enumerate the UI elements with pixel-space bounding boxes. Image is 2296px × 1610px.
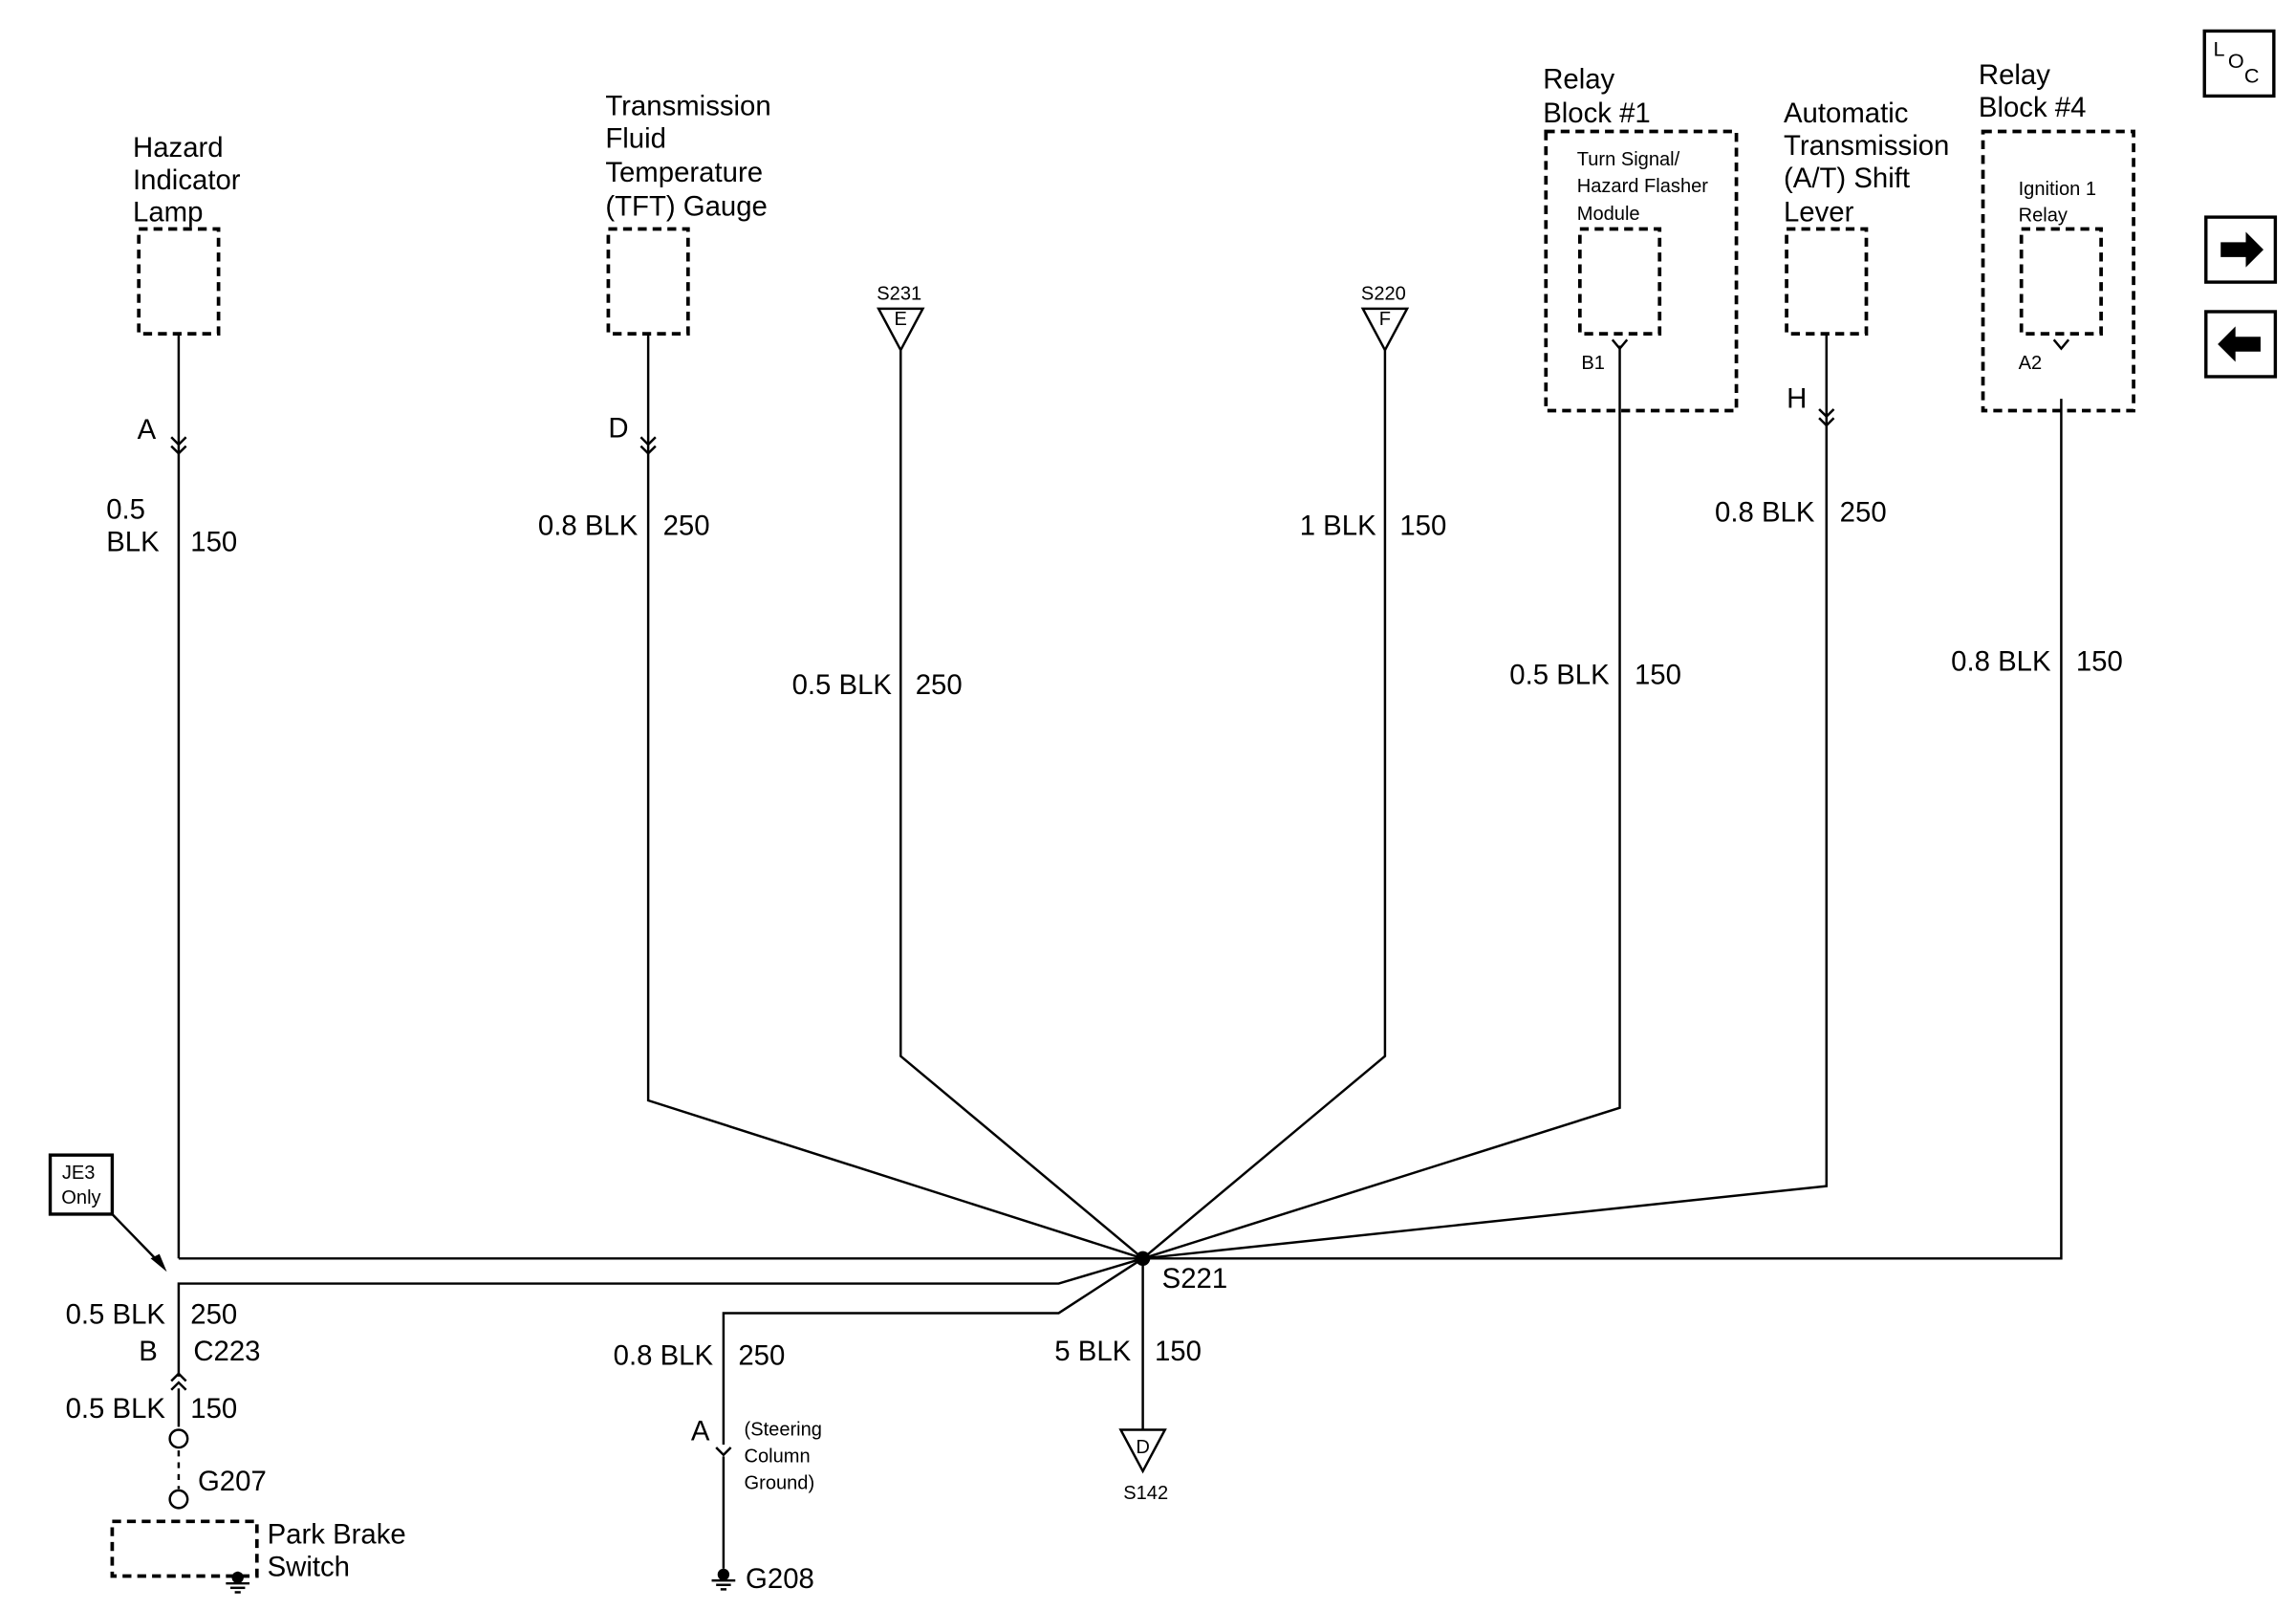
turn-signal-module-label: Turn Signal/ Hazard Flasher Module (1577, 149, 1714, 225)
park-brake-upper-wire (177, 1257, 1143, 1377)
at-shift-wire-color: 0.8 BLK (1715, 496, 1815, 528)
arrow-right-icon (2220, 231, 2264, 268)
s220-wire (1141, 350, 1387, 1260)
park-upper-wire-color: 0.5 BLK (66, 1298, 166, 1330)
prev-page-button[interactable] (2204, 310, 2278, 379)
s231-wire-color: 0.5 BLK (792, 669, 893, 701)
at-shift-pin-label: H (1787, 382, 1807, 414)
s220-label: S220 (1361, 284, 1406, 305)
ignition-connector-icon (2052, 338, 2070, 351)
at-shift-connector-icon (1818, 408, 1835, 427)
svg-text:JE3 Only: JE3 Only (61, 1163, 100, 1208)
svg-text:F: F (1379, 309, 1391, 330)
hazard-lamp-box (137, 227, 221, 337)
s221-label: S221 (1162, 1263, 1228, 1295)
ignition-wire-circuit: 150 (2076, 645, 2123, 677)
note-arrow-icon (150, 1253, 167, 1273)
turn-signal-connector-icon (1611, 338, 1629, 351)
c223-label: C223 (193, 1336, 260, 1367)
hazard-pin-label: A (138, 414, 157, 446)
g208-ground-icon (711, 1568, 736, 1591)
relay-block-4-label: Relay Block #4 (1979, 59, 2087, 123)
je3-only-note: JE3 Only (48, 1153, 167, 1273)
g207-label: G207 (198, 1466, 267, 1497)
g208-wire-circuit: 250 (738, 1340, 785, 1372)
svg-text:L O C: L O C (2213, 37, 2259, 88)
next-page-button[interactable] (2204, 215, 2278, 284)
tft-wire (646, 334, 1143, 1260)
hazard-wire-circuit: 150 (190, 526, 237, 557)
tft-wire-circuit: 250 (663, 510, 710, 541)
relay-block-1-label: Relay Block #1 (1543, 64, 1651, 130)
turn-signal-wire (1142, 345, 1621, 1260)
s142-wire-circuit: 150 (1155, 1336, 1202, 1367)
s231-splice-icon: E S231 (877, 284, 925, 353)
at-shift-wire-circuit: 250 (1840, 496, 1887, 528)
loc-button[interactable]: L O C (2202, 29, 2276, 98)
g208-connector-icon (715, 1447, 732, 1457)
relay-block-4-box (1981, 129, 2135, 413)
g207-terminal-icon (168, 1428, 189, 1449)
s142-wire-color: 5 BLK (1054, 1336, 1131, 1367)
ignition-relay-box (2019, 227, 2103, 337)
s220-wire-color: 1 BLK (1300, 510, 1376, 541)
turn-signal-pin-label: B1 (1581, 353, 1605, 374)
turn-signal-module-box (1577, 227, 1662, 337)
s221-splice-dot (1135, 1251, 1151, 1267)
tft-gauge-box (606, 227, 690, 337)
hazard-lamp-label: Hazard Indicator Lamp (133, 132, 249, 228)
relay-block-1-box (1544, 129, 1739, 413)
g208-upper-wire (722, 1257, 1144, 1445)
hazard-connector-icon (170, 436, 187, 456)
park-lower-wire-circuit: 150 (190, 1393, 237, 1425)
park-brake-ground-icon (226, 1571, 250, 1594)
g208-label: G208 (746, 1563, 814, 1595)
s220-splice-icon: F S220 (1360, 284, 1410, 353)
s142-label: S142 (1123, 1483, 1168, 1504)
tft-gauge-label: Transmission Fluid Temperature (TFT) Gau… (605, 91, 779, 223)
s231-label: S231 (877, 284, 921, 305)
main-bus-wire (178, 399, 2063, 1260)
c223-connector-icon (170, 1372, 187, 1391)
c223-pin-label: B (139, 1336, 158, 1367)
s231-wire (899, 350, 1144, 1260)
turn-signal-wire-circuit: 150 (1635, 659, 1681, 690)
g208-wire-color: 0.8 BLK (614, 1340, 714, 1372)
ignition-wire-color: 0.8 BLK (1951, 645, 2051, 677)
park-brake-switch-label: Park Brake Switch (268, 1518, 414, 1582)
hazard-wire-color: 0.5 BLK (106, 493, 160, 557)
s231-wire-circuit: 250 (916, 669, 963, 701)
at-shift-wire (1142, 334, 1829, 1260)
g207-terminal-icon-lower (168, 1489, 189, 1510)
s220-wire-circuit: 150 (1399, 510, 1446, 541)
svg-text:D: D (1136, 1437, 1149, 1458)
ignition-relay-label: Ignition 1 Relay (2019, 179, 2102, 227)
tft-connector-icon (639, 436, 657, 456)
s142-splice-icon: D S142 (1118, 1428, 1168, 1504)
at-shift-lever-box (1785, 227, 1869, 337)
arrow-left-icon (2218, 326, 2261, 362)
ignition-pin-label: A2 (2019, 353, 2043, 374)
turn-signal-wire-color: 0.5 BLK (1509, 659, 1610, 690)
park-brake-switch-box (110, 1519, 259, 1578)
park-upper-wire-circuit: 250 (190, 1298, 237, 1330)
svg-text:E: E (895, 309, 907, 330)
tft-wire-color: 0.8 BLK (538, 510, 639, 541)
tft-pin-label: D (608, 412, 628, 444)
g208-pin-label: A (691, 1415, 710, 1447)
park-lower-wire-color: 0.5 BLK (66, 1393, 166, 1425)
steering-column-ground-label: (Steering Column Ground) (745, 1420, 828, 1494)
at-shift-lever-label: Automatic Transmission (A/T) Shift Lever (1784, 98, 1958, 228)
